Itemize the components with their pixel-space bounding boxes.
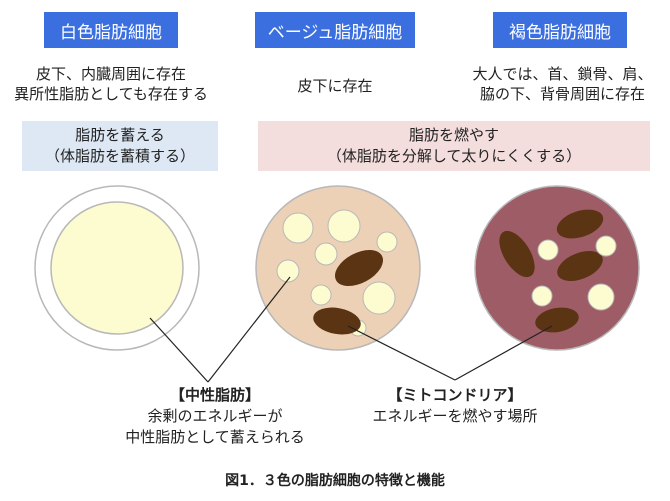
lipid-droplet	[362, 281, 396, 315]
callout-line: 余剰のエネルギーが	[147, 407, 283, 425]
mitochondria-line-beige	[347, 325, 456, 381]
band-line: 脂肪を燃やす	[408, 126, 499, 144]
mitochondrion	[499, 230, 535, 278]
triglyceride-line-white	[149, 317, 209, 383]
brown-fat-cell	[474, 185, 640, 351]
lipid-droplet	[314, 242, 338, 266]
beige-fat-cell-description: 皮下に存在	[235, 76, 435, 96]
store-fat-band: 脂肪を蓄える （体脂肪を蓄積する）	[22, 121, 218, 171]
lipid-droplet	[531, 285, 553, 307]
mitochondria-callout: 【ミトコンドリア】 エネルギーを燃やす場所	[345, 385, 565, 427]
description-line: 大人では、首、鎖骨、肩、	[472, 65, 653, 83]
figure-caption: 図1．３色の脂肪細胞の特徴と機能	[225, 473, 445, 489]
lipid-droplet	[376, 231, 398, 253]
band-line: （体脂肪を蓄積する）	[44, 147, 195, 165]
lipid-droplet	[595, 235, 617, 257]
white-fat-cell-description: 皮下、内臓周囲に存在 異所性脂肪としても存在する	[0, 64, 222, 104]
lipid-droplet	[537, 239, 559, 261]
band-line: （体脂肪を分解して太りにくくする）	[326, 147, 582, 165]
burn-fat-band: 脂肪を燃やす （体脂肪を分解して太りにくくする）	[258, 121, 650, 171]
triglyceride-callout-head: 【中性脂肪】	[169, 386, 260, 404]
large-lipid-droplet	[50, 201, 184, 335]
triglyceride-line-beige	[207, 276, 291, 383]
mitochondrion	[313, 307, 361, 335]
mitochondrion	[535, 307, 579, 333]
lipid-droplet	[310, 284, 332, 306]
beige-fat-cell-title: ベージュ脂肪細胞	[255, 12, 415, 48]
callout-line: エネルギーを燃やす場所	[372, 407, 538, 425]
callout-connectors	[149, 276, 553, 383]
lipid-droplet	[327, 209, 361, 243]
lipid-droplet	[282, 212, 314, 244]
lipid-droplet	[276, 259, 300, 283]
brown-fat-cell-description: 大人では、首、鎖骨、肩、 脇の下、背骨周囲に存在	[455, 64, 670, 104]
white-fat-cell	[34, 185, 200, 351]
mitochondrion	[334, 249, 384, 287]
mitochondria-callout-head: 【ミトコンドリア】	[387, 386, 523, 404]
band-line: 脂肪を蓄える	[75, 126, 165, 144]
callout-line: 中性脂肪として蓄えられる	[125, 428, 305, 446]
mitochondrion	[556, 209, 604, 239]
description-line: 異所性脂肪としても存在する	[14, 85, 208, 103]
triglyceride-callout: 【中性脂肪】 余剰のエネルギーが 中性脂肪として蓄えられる	[95, 385, 335, 448]
mitochondrion	[557, 250, 603, 282]
description-line: 皮下に存在	[297, 77, 373, 95]
white-fat-cell-title: 白色脂肪細胞	[44, 12, 178, 48]
description-line: 皮下、内臓周囲に存在	[35, 65, 186, 83]
description-line: 脇の下、背骨周囲に存在	[479, 85, 645, 103]
brown-fat-cell-title: 褐色脂肪細胞	[493, 12, 627, 48]
lipid-droplet	[587, 283, 615, 311]
mitochondria-line-brown	[454, 325, 553, 381]
beige-fat-cell	[255, 185, 421, 351]
